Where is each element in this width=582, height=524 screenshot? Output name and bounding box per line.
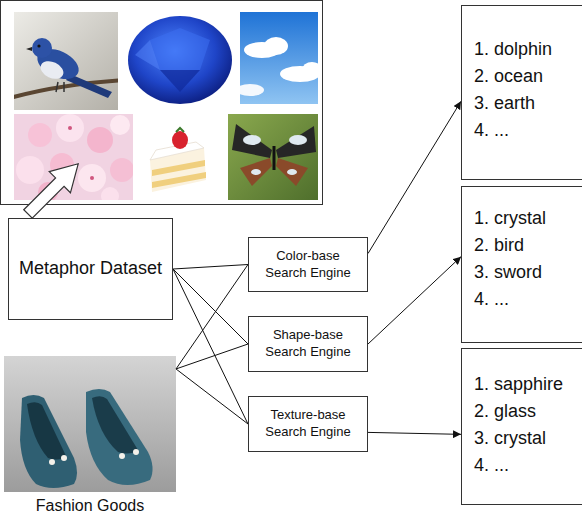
- search-engine-box: Shape-base Search Engine: [248, 316, 368, 372]
- box-label: Metaphor Dataset: [17, 257, 164, 280]
- butterfly-image: [228, 114, 318, 200]
- result-list-box: 1. crystal2. bird3. sword4. ...: [461, 186, 582, 343]
- result-item: 1. sapphire: [474, 371, 582, 398]
- result-item: 2. bird: [474, 232, 582, 259]
- box-label: Shape-base Search Engine: [255, 327, 361, 361]
- connector-line: [173, 265, 248, 270]
- connector-arrow: [368, 101, 461, 253]
- dataset-box: Metaphor Dataset: [8, 218, 173, 320]
- connector-arrow: [368, 432, 461, 434]
- connector-line: [176, 369, 248, 424]
- result-list-box: 1. sapphire2. glass3. crystal4. ...: [461, 348, 582, 505]
- shoe-image: [4, 356, 176, 492]
- search-engine-box: Color-base Search Engine: [248, 237, 368, 292]
- cake-image: [150, 128, 206, 192]
- result-item: 3. crystal: [474, 425, 582, 452]
- fashion-goods-photo: Fashion Goods: [4, 356, 176, 518]
- connector-line: [173, 269, 248, 424]
- sky-image: [240, 12, 318, 104]
- result-item: 2. glass: [474, 398, 582, 425]
- search-engine-box: Texture-base Search Engine: [248, 396, 368, 452]
- connector-line: [176, 344, 248, 369]
- blossom-image: [14, 114, 133, 200]
- hollow-arrow: [17, 153, 88, 224]
- result-item: 1. dolphin: [474, 36, 582, 63]
- result-item: 3. sword: [474, 259, 582, 286]
- image-frame: [1, 1, 323, 205]
- bird-image: [14, 12, 118, 110]
- photo-caption: Fashion Goods: [8, 496, 172, 515]
- result-list-box: 1. dolphin2. ocean3. earth4. ...: [461, 5, 582, 180]
- result-item: 4. ...: [474, 286, 582, 313]
- connector-line: [176, 265, 248, 369]
- connector-arrow: [368, 257, 461, 344]
- box-label: Texture-base Search Engine: [255, 407, 361, 441]
- sapphire-image: [128, 16, 232, 104]
- result-item: 2. ocean: [474, 63, 582, 90]
- result-item: 4. ...: [474, 452, 582, 479]
- box-label: Color-base Search Engine: [255, 248, 361, 282]
- result-item: 3. earth: [474, 90, 582, 117]
- result-item: 1. crystal: [474, 205, 582, 232]
- result-item: 4. ...: [474, 117, 582, 144]
